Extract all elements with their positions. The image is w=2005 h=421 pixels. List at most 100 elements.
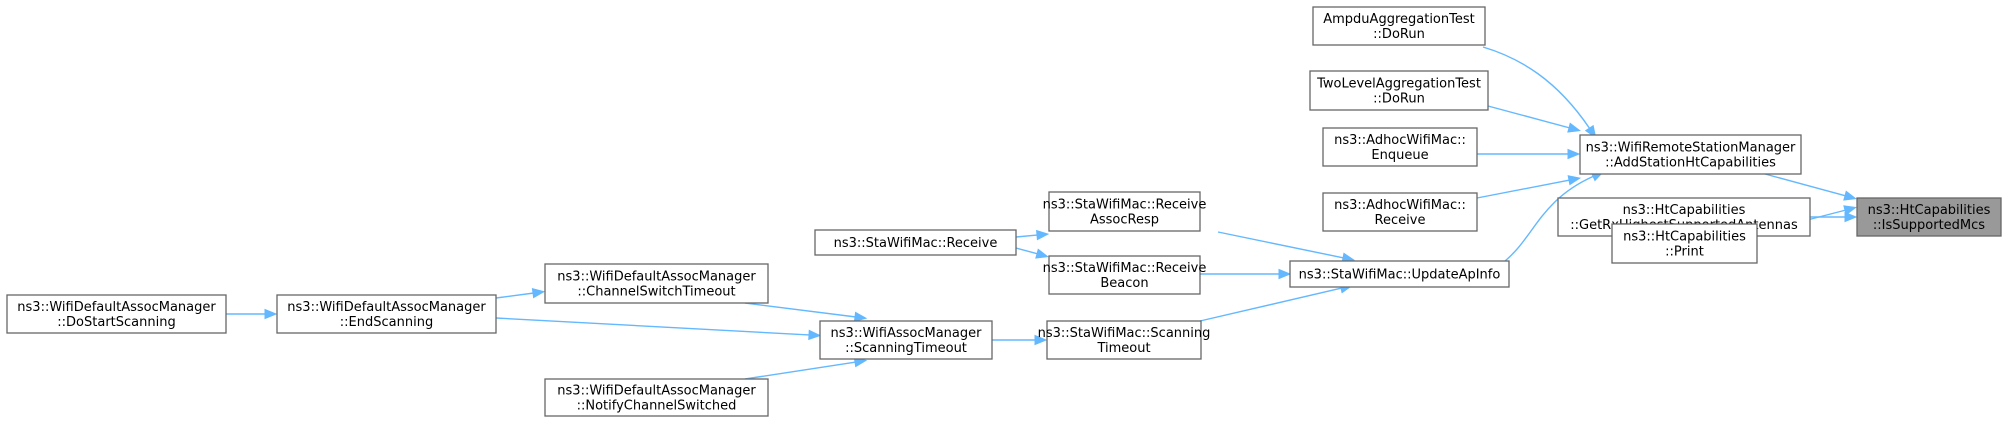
node-box (1048, 191, 1201, 232)
node-box (1557, 197, 1811, 237)
node-two-level-test[interactable]: TwoLevelAggregationTest::DoRun (1309, 70, 1489, 111)
node-label-line: ns3::WifiRemoteStationManager (1586, 141, 1796, 156)
node-label-line: ::DoRun (1373, 92, 1425, 107)
node-label-line: AmpduAggregationTest (1323, 12, 1474, 27)
node-scanning-timeout-mgr[interactable]: ns3::WifiAssocManager::ScanningTimeout (819, 320, 993, 360)
node-box (1322, 192, 1478, 232)
arrowhead-icon (1567, 175, 1582, 186)
node-do-start-scanning[interactable]: ns3::WifiDefaultAssocManager::DoStartSca… (6, 294, 227, 334)
node-box (819, 320, 993, 360)
node-notify-channel-switched[interactable]: ns3::WifiDefaultAssocManager::NotifyChan… (544, 378, 769, 417)
node-add-station-ht[interactable]: ns3::WifiRemoteStationManager::AddStatio… (1579, 134, 1802, 175)
edge-get-rx-highest-to-is-supported-mcs (1810, 211, 1858, 223)
node-label-line: Timeout (1096, 341, 1150, 356)
node-box (1322, 127, 1478, 167)
edge-sta-receive-to-receive-assoc-resp (1015, 229, 1050, 241)
edge-adhoc-enqueue-to-add-station-ht (1477, 148, 1581, 160)
node-label-line: ::EndScanning (340, 315, 433, 330)
edge-line (1199, 287, 1342, 322)
node-box (544, 263, 769, 304)
node-print[interactable]: ns3::HtCapabilities::Print (1611, 223, 1758, 264)
node-label-line: ns3::WifiAssocManager (831, 326, 983, 341)
edge-add-station-ht-to-is-supported-mcs (1764, 173, 1857, 201)
node-ampdu-test[interactable]: AmpduAggregationTest::DoRun (1312, 6, 1486, 46)
node-box (1309, 70, 1489, 111)
node-channel-switch-timeout[interactable]: ns3::WifiDefaultAssocManager::ChannelSwi… (544, 263, 769, 304)
edge-channel-switch-timeout-to-scanning-timeout-mgr (744, 302, 868, 323)
arrowhead-icon (531, 287, 546, 299)
node-label-line: ns3::StaWifiMac::Receive (1043, 198, 1207, 213)
edge-adhoc-receive-to-add-station-ht (1476, 175, 1582, 199)
node-box (276, 294, 497, 334)
node-box (1579, 134, 1802, 175)
edge-line (1217, 231, 1344, 259)
arrowhead-icon (1844, 211, 1858, 223)
node-label-line: Receive (1375, 213, 1426, 228)
node-end-scanning[interactable]: ns3::WifiDefaultAssocManager::EndScannin… (276, 294, 497, 334)
arrowhead-icon (1036, 229, 1050, 241)
edge-line (744, 361, 856, 380)
edge-ampdu-test-to-add-station-ht (1482, 46, 1597, 139)
edge-notify-channel-switched-to-scanning-timeout-mgr (744, 357, 868, 380)
node-label-line: ns3::StaWifiMac::Receive (1043, 261, 1207, 276)
node-label-line: ns3::AdhocWifiMac:: (1334, 198, 1466, 213)
node-label-line: ns3::WifiDefaultAssocManager (287, 300, 486, 315)
node-box (814, 229, 1017, 256)
node-label-line: ::DoRun (1373, 27, 1425, 42)
node-label-line: ::AddStationHtCapabilities (1605, 156, 1776, 171)
node-update-ap-info[interactable]: ns3::StaWifiMac::UpdateApInfo (1289, 260, 1510, 288)
node-adhoc-enqueue[interactable]: ns3::AdhocWifiMac::Enqueue (1322, 127, 1478, 167)
node-get-rx-highest[interactable]: ns3::HtCapabilities::GetRxHighestSupport… (1557, 197, 1811, 237)
node-label-line: ns3::HtCapabilities (1623, 230, 1746, 245)
node-label-line: ns3::HtCapabilities (1868, 203, 1991, 218)
node-label-line: ns3::HtCapabilities (1623, 203, 1746, 218)
node-label-line: AssocResp (1090, 213, 1159, 228)
arrowhead-icon (1843, 205, 1857, 216)
node-label-line: ns3::StaWifiMac::Receive (834, 236, 998, 251)
node-label-line: ns3::WifiDefaultAssocManager (557, 270, 756, 285)
node-box (1611, 223, 1758, 264)
node-label-line: ::NotifyChannelSwitched (577, 399, 737, 414)
node-box (6, 294, 227, 334)
node-layer: ns3::HtCapabilities::IsSupportedMcsns3::… (6, 6, 2002, 417)
node-box (1046, 320, 1202, 360)
edge-sta-receive-to-receive-beacon (1015, 247, 1049, 259)
node-box (1856, 197, 2002, 237)
edge-line (495, 292, 534, 299)
node-label-line: ::IsSupportedMcs (1873, 218, 1985, 233)
edge-line (1482, 46, 1591, 130)
node-adhoc-receive[interactable]: ns3::AdhocWifiMac::Receive (1322, 192, 1478, 232)
edge-end-scanning-to-scanning-timeout-mgr (495, 317, 822, 341)
node-box (1048, 255, 1201, 295)
node-box (1312, 6, 1486, 46)
edge-line (495, 317, 810, 336)
edge-scanning-timeout-mgr-to-scanning-timeout-sta (992, 334, 1048, 346)
arrowhead-icon (1567, 122, 1581, 133)
edge-line (1476, 179, 1570, 199)
node-label-line: ::ChannelSwitchTimeout (577, 285, 735, 300)
node-label-line: ns3::AdhocWifiMac:: (1334, 133, 1466, 148)
node-scanning-timeout-sta[interactable]: ns3::StaWifiMac::ScanningTimeout (1038, 320, 1211, 360)
edge-receive-assoc-resp-to-update-ap-info (1217, 231, 1356, 263)
node-label-line: TwoLevelAggregationTest (1316, 77, 1481, 92)
edge-line (1764, 173, 1846, 197)
node-label-line: Enqueue (1371, 148, 1428, 163)
edge-receive-beacon-to-update-ap-info (1200, 268, 1292, 280)
edge-line (1487, 105, 1570, 129)
node-box (1289, 260, 1510, 288)
edge-do-start-scanning-to-end-scanning (226, 308, 278, 320)
arrowhead-icon (1567, 148, 1581, 160)
node-label-line: ::DoStartScanning (57, 315, 175, 330)
arrowhead-icon (1035, 248, 1049, 259)
edge-layer (226, 46, 1858, 380)
node-sta-receive[interactable]: ns3::StaWifiMac::Receive (814, 229, 1017, 256)
node-box (544, 378, 769, 417)
node-is-supported-mcs[interactable]: ns3::HtCapabilities::IsSupportedMcs (1856, 197, 2002, 237)
edge-line (1015, 234, 1038, 238)
arrowhead-icon (264, 308, 278, 320)
edge-two-level-test-to-add-station-ht (1487, 105, 1581, 133)
node-label-line: Beacon (1100, 276, 1148, 291)
